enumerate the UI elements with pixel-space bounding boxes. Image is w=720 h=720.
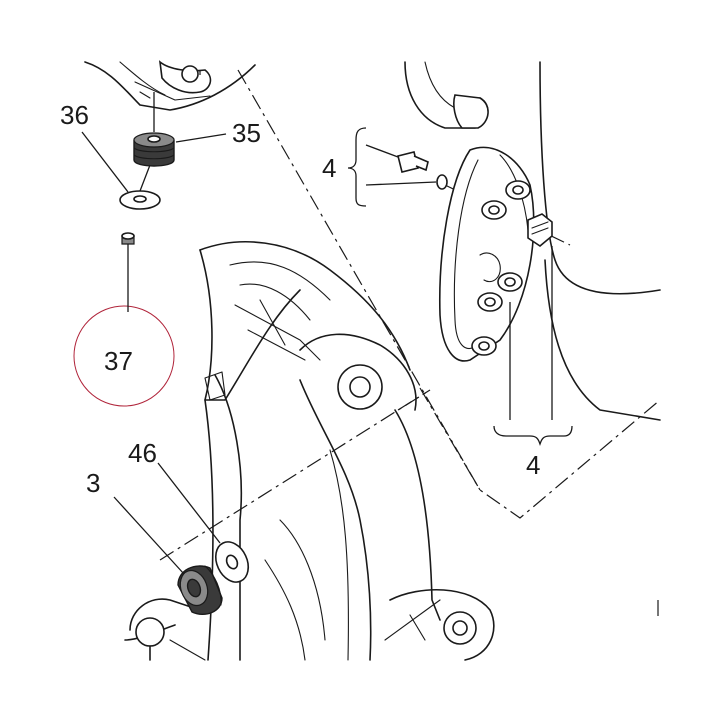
bushing-3 xyxy=(113,496,223,616)
retaining-clip-4 xyxy=(527,213,553,247)
bolt-4 xyxy=(365,144,429,173)
washer-36 xyxy=(119,92,161,210)
callout-35: 35 xyxy=(232,118,261,148)
plate-boss xyxy=(471,336,497,356)
callout-4-bottom: 4 xyxy=(526,450,540,480)
mount-plate-4 xyxy=(438,146,535,362)
grommet-35 xyxy=(133,132,175,167)
callout-3: 3 xyxy=(86,468,100,498)
washer-46 xyxy=(157,462,250,583)
leader-35 xyxy=(175,133,227,143)
highlight-circle xyxy=(73,305,175,407)
bracket-4-bottom xyxy=(493,246,573,447)
plate-boss xyxy=(481,200,507,220)
spring-washer-4 xyxy=(365,174,448,190)
screw-37 xyxy=(121,232,135,252)
upper-right-housing-fragment xyxy=(404,61,661,421)
callout-46: 46 xyxy=(128,438,157,468)
callout-4-top: 4 xyxy=(322,153,336,183)
upper-housing-fragment xyxy=(84,60,256,111)
plate-boss xyxy=(497,272,523,292)
plate-boss xyxy=(477,292,503,312)
main-housing-outline xyxy=(124,241,495,661)
plate-boss xyxy=(505,180,531,200)
callout-37: 37 xyxy=(104,346,133,376)
leader-36 xyxy=(81,131,129,193)
callout-36: 36 xyxy=(60,100,89,130)
bracket-4-top xyxy=(347,127,367,207)
